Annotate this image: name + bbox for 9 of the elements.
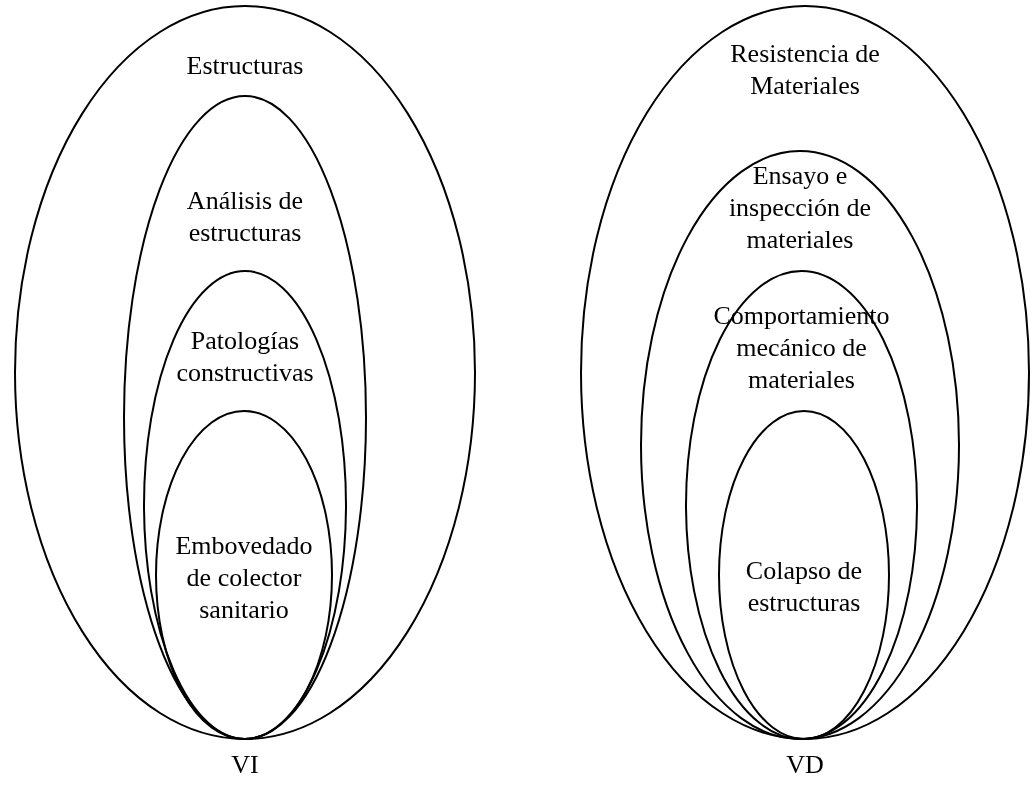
ellipse-label: Colapso de estructuras (744, 555, 864, 619)
ellipse-label: Análisis de estructuras (185, 185, 305, 249)
ellipse-label: Resistencia de Materiales (729, 38, 881, 102)
ellipse-label: Patologías constructivas (175, 325, 315, 389)
ellipse-label: Ensayo e inspección de materiales (727, 160, 873, 256)
axis-label: VI (230, 750, 260, 780)
axis-label: VD (785, 750, 825, 780)
ellipse-label: Estructuras (185, 50, 305, 82)
ellipse-label: Embovedado de colector sanitario (174, 530, 314, 626)
